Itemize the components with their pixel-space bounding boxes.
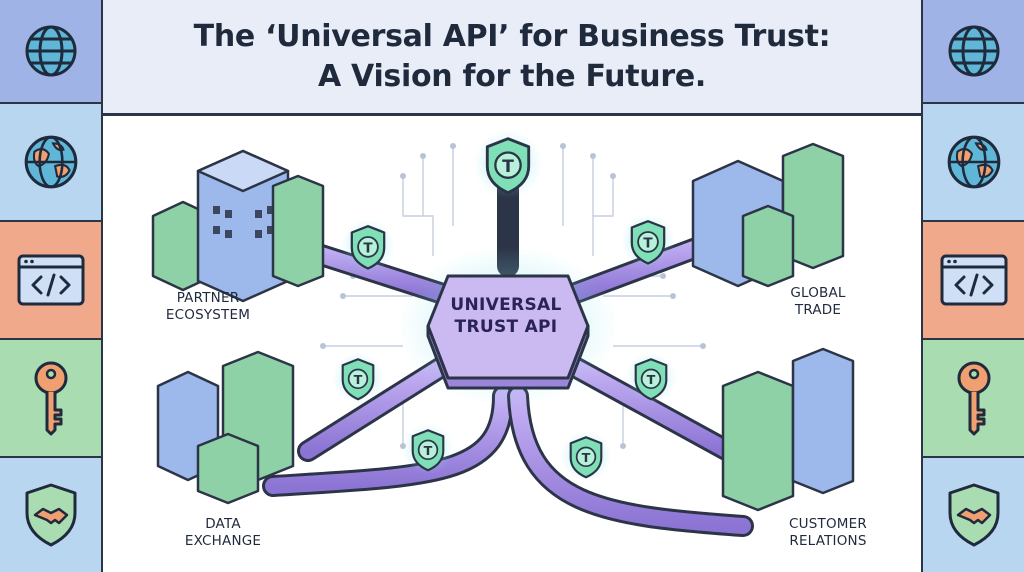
trust-shield-icon: T (473, 129, 543, 199)
tile-world-globe (923, 104, 1024, 222)
tile-code (0, 222, 101, 340)
left-icon-column (0, 0, 103, 572)
trust-shield-icon: T (402, 423, 454, 475)
trust-shield-letter: T (582, 451, 591, 466)
trust-shield-letter: T (502, 157, 514, 177)
node-label-customer: CUSTOMER RELATIONS (753, 516, 903, 550)
trust-shield-letter: T (424, 444, 433, 459)
node-label-data: DATA EXCHANGE (163, 516, 283, 550)
trust-shield-letter: T (647, 373, 656, 388)
node-label-trade: GLOBAL TRADE (763, 285, 873, 319)
trust-shield-letter: T (363, 240, 373, 256)
tile-globe (923, 0, 1024, 104)
partner-windows (213, 206, 274, 238)
node-label-partner-line-1: PARTNER (176, 290, 240, 306)
title-line-2: A Vision for the Future. (318, 58, 706, 94)
trust-shield-icon: T (621, 214, 675, 268)
node-label-trade-line-2: TRADE (794, 302, 842, 318)
hub-label-line-1: UNIVERSAL (450, 295, 562, 315)
node-label-customer-line-2: RELATIONS (789, 533, 867, 549)
right-icon-column (921, 0, 1024, 572)
trust-shield-letter: T (354, 373, 363, 388)
trust-shield-icon: T (341, 219, 395, 273)
diagram-canvas: T T T T T T T (151, 129, 855, 537)
trust-shields: T T T T T T T (332, 129, 677, 482)
tile-world-globe (0, 104, 101, 222)
tile-globe (0, 0, 101, 104)
title-band: The ‘Universal API’ for Business Trust: … (103, 0, 921, 116)
trust-api-diagram: T T T T T T T UNIVERSAL TRUST API PARTNER ECOS… (103, 116, 921, 572)
title-line-1: The ‘Universal API’ for Business Trust: (193, 18, 831, 54)
trust-shield-icon: T (560, 430, 612, 482)
node-label-partner: PARTNER ECOSYSTEM (133, 290, 283, 324)
hub-hexagon-side (426, 324, 590, 390)
trust-shield-icon: T (332, 352, 384, 404)
handshake-shield-icon (948, 483, 999, 547)
hub-label-line-2: TRUST API (454, 317, 558, 337)
node-label-data-line-2: EXCHANGE (184, 533, 262, 549)
tile-handshake (0, 458, 101, 572)
tile-key (923, 340, 1024, 458)
data-buildings (156, 350, 295, 505)
trust-shield-letter: T (643, 235, 653, 251)
tile-key (0, 340, 101, 458)
code-window-icon (940, 254, 1007, 306)
world-map-globe-icon (24, 135, 77, 189)
key-icon (957, 361, 990, 436)
world-map-globe-icon (947, 135, 1000, 189)
node-label-customer-line-1: CUSTOMER (789, 516, 867, 532)
customer-buildings (721, 347, 855, 512)
tile-handshake (923, 458, 1024, 572)
node-label-trade-line-1: GLOBAL (790, 285, 846, 301)
key-icon (34, 361, 67, 436)
circuit-traces (323, 146, 703, 446)
trade-buildings (691, 142, 845, 288)
tile-code (923, 222, 1024, 340)
trust-shield-icon: T (625, 352, 677, 404)
partner-buildings (151, 149, 325, 303)
node-label-partner-line-2: ECOSYSTEM (165, 307, 251, 323)
globe-icon (948, 25, 999, 77)
code-window-icon (17, 254, 84, 306)
handshake-shield-icon (25, 483, 76, 547)
node-label-data-line-1: DATA (205, 516, 241, 532)
globe-icon (25, 25, 76, 77)
hub-label: UNIVERSAL TRUST API (439, 294, 573, 338)
